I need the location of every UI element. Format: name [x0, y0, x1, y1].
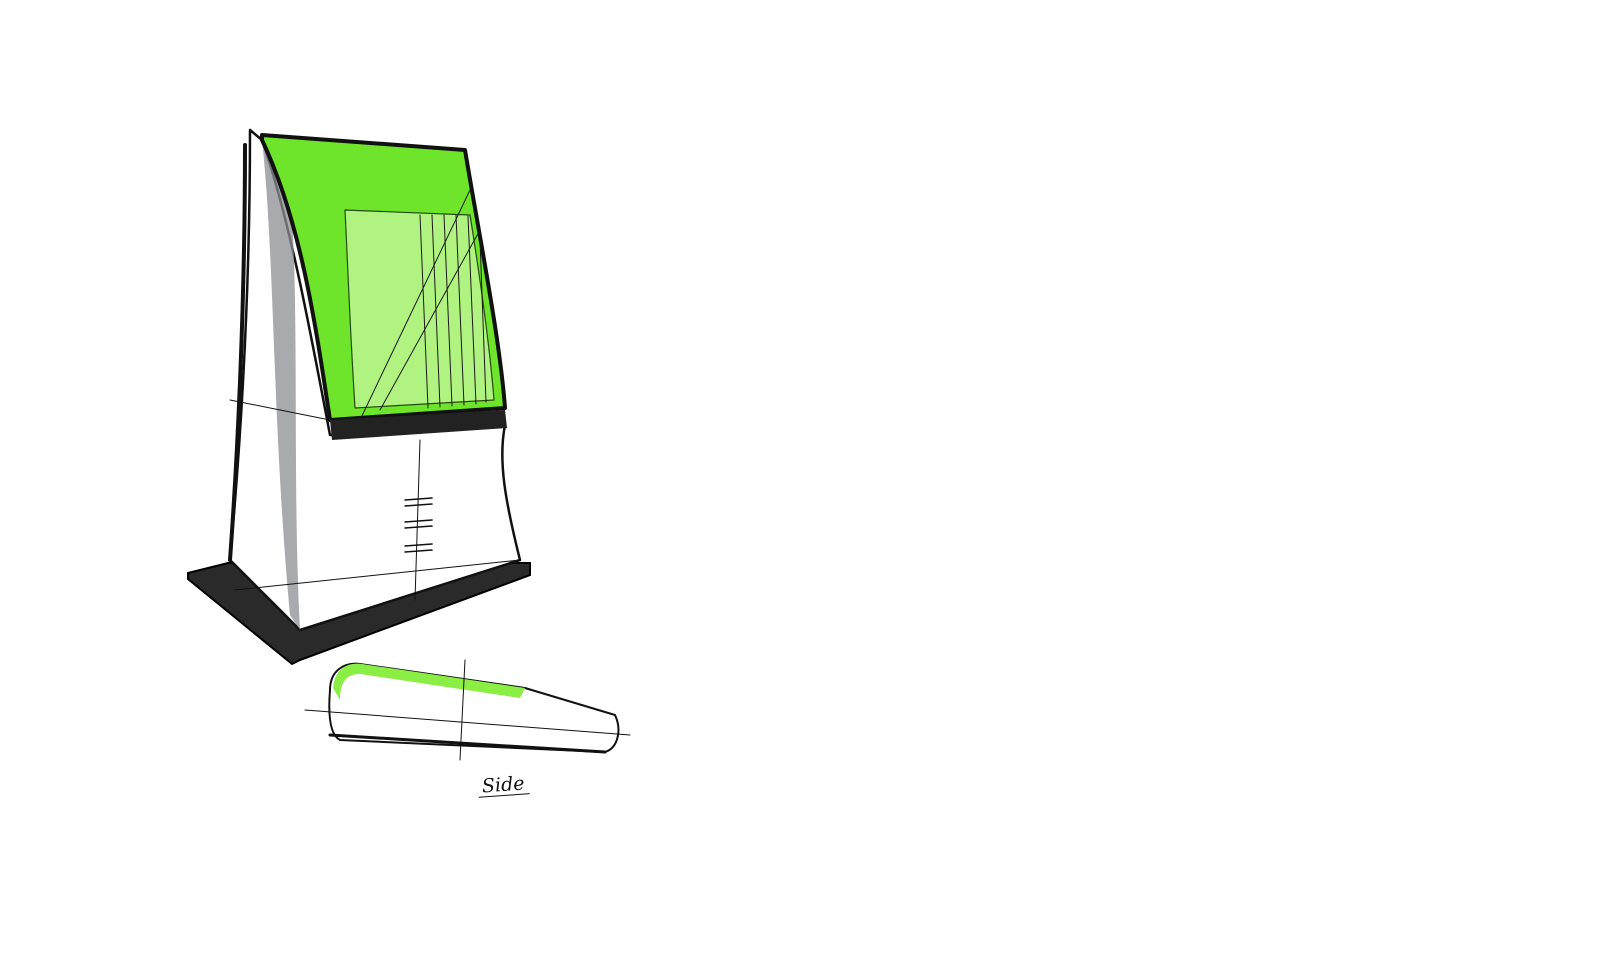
kiosk-sketch — [187, 128, 531, 666]
side-profile-sketch — [304, 659, 631, 761]
kiosk-body — [228, 128, 522, 632]
side-view-caption: Side — [477, 773, 530, 798]
side-profile-shell — [328, 662, 620, 753]
side-profile-green-top — [333, 663, 525, 700]
kiosk-side-shading — [262, 140, 300, 630]
